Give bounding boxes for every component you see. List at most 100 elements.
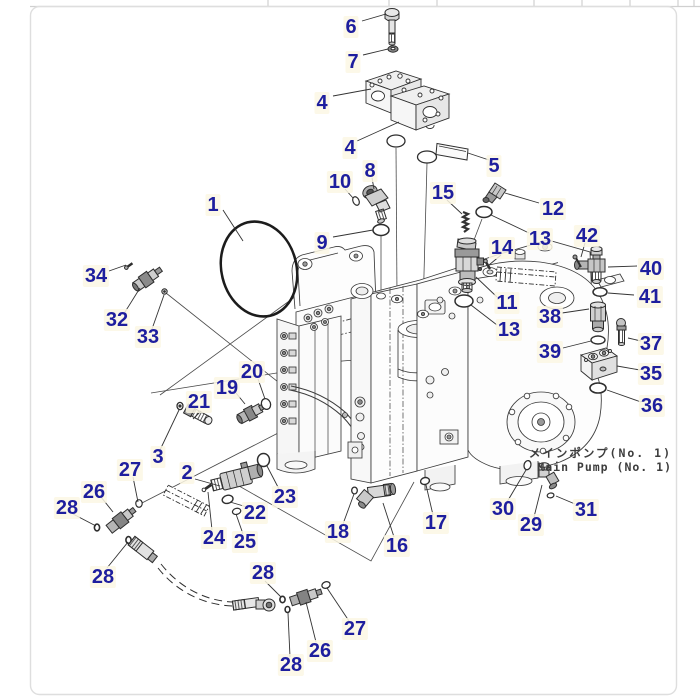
callout-8: 8 bbox=[362, 160, 378, 182]
callout-42: 42 bbox=[573, 225, 601, 247]
callout-9: 9 bbox=[314, 232, 330, 254]
part-elbow-29 bbox=[538, 462, 560, 490]
part-sleeve-5 bbox=[435, 142, 469, 161]
part-oring-block-a bbox=[386, 134, 406, 148]
callout-13: 13 bbox=[495, 319, 523, 341]
page-frame bbox=[29, 0, 700, 696]
callout-39: 39 bbox=[536, 341, 564, 363]
callout-21: 21 bbox=[185, 391, 213, 413]
part-block-35 bbox=[579, 347, 619, 381]
part-oring-27-upper bbox=[135, 499, 143, 508]
callout-14: 14 bbox=[488, 237, 516, 259]
part-pin-14 bbox=[483, 258, 492, 270]
part-oring-30 bbox=[523, 459, 532, 471]
part-oring-20 bbox=[260, 397, 272, 411]
callout-7: 7 bbox=[345, 51, 361, 73]
part-ring-33 bbox=[161, 288, 168, 295]
diagram-caption: メインポンプ(No. 1) Main Pump (No. 1) bbox=[529, 446, 672, 474]
callout-6: 6 bbox=[343, 16, 359, 38]
callout-28: 28 bbox=[89, 566, 117, 588]
callout-28: 28 bbox=[249, 562, 277, 584]
part-ring-28-c bbox=[279, 595, 286, 604]
callout-4: 4 bbox=[342, 137, 358, 159]
part-plug-12 bbox=[482, 182, 507, 204]
part-oring-39 bbox=[590, 335, 606, 345]
part-spring-15 bbox=[460, 210, 471, 233]
callout-26: 26 bbox=[306, 640, 334, 662]
callout-38: 38 bbox=[536, 306, 564, 328]
part-pin-42 bbox=[572, 254, 582, 268]
callout-10: 10 bbox=[326, 171, 354, 193]
callout-20: 20 bbox=[238, 361, 266, 383]
part-ring-31 bbox=[546, 492, 555, 499]
callout-41: 41 bbox=[636, 286, 664, 308]
part-manifold-block-4 bbox=[364, 70, 451, 131]
callout-36: 36 bbox=[638, 395, 666, 417]
callout-12: 12 bbox=[539, 198, 567, 220]
callout-15: 15 bbox=[429, 182, 457, 204]
part-elbow-8 bbox=[362, 185, 391, 224]
callout-5: 5 bbox=[486, 155, 502, 177]
left-valve-block bbox=[276, 304, 342, 462]
callout-31: 31 bbox=[572, 499, 600, 521]
part-oring-13-upper bbox=[475, 205, 493, 219]
callout-37: 37 bbox=[637, 333, 665, 355]
part-elbow-16 bbox=[355, 482, 397, 509]
callout-2: 2 bbox=[179, 462, 195, 484]
part-bolt-37 bbox=[616, 318, 627, 346]
part-connector-tube-left bbox=[162, 484, 210, 517]
callout-3: 3 bbox=[150, 446, 166, 468]
callout-18: 18 bbox=[324, 521, 352, 543]
part-valve-40 bbox=[574, 246, 606, 284]
callout-23: 23 bbox=[271, 486, 299, 508]
part-fitting-26-lower bbox=[288, 588, 323, 607]
callout-28: 28 bbox=[53, 497, 81, 519]
part-oring-36 bbox=[589, 382, 607, 394]
callout-19: 19 bbox=[213, 377, 241, 399]
part-fitting-38 bbox=[590, 301, 606, 333]
callout-34: 34 bbox=[82, 265, 110, 287]
callout-30: 30 bbox=[489, 498, 517, 520]
callout-26: 26 bbox=[80, 481, 108, 503]
part-ring-10 bbox=[352, 196, 360, 206]
part-washer-7 bbox=[387, 45, 399, 53]
part-pin-34 bbox=[124, 262, 134, 270]
part-ring-28-d bbox=[284, 605, 291, 614]
callout-22: 22 bbox=[241, 502, 269, 524]
leader-lines bbox=[72, 13, 642, 658]
caption-japanese: メインポンプ(No. 1) bbox=[528, 446, 672, 460]
part-ring-18 bbox=[351, 486, 358, 495]
part-oring-23 bbox=[256, 452, 271, 468]
callout-4: 4 bbox=[314, 92, 330, 114]
part-ring-28-b bbox=[125, 535, 132, 545]
callout-28: 28 bbox=[277, 654, 305, 676]
loose-parts bbox=[93, 8, 627, 614]
callout-13: 13 bbox=[526, 228, 554, 250]
callout-11: 11 bbox=[494, 292, 520, 314]
part-connector-tube-right bbox=[495, 266, 557, 287]
part-washer-3 bbox=[176, 401, 184, 411]
callout-17: 17 bbox=[422, 512, 450, 534]
part-large-oring-1 bbox=[219, 220, 299, 318]
callout-35: 35 bbox=[637, 363, 665, 385]
callout-40: 40 bbox=[637, 258, 665, 280]
part-pin-24 bbox=[201, 483, 213, 493]
callout-29: 29 bbox=[517, 514, 545, 536]
callout-25: 25 bbox=[231, 531, 259, 553]
callout-27: 27 bbox=[341, 618, 369, 640]
part-hose bbox=[127, 535, 276, 612]
callout-27: 27 bbox=[116, 459, 144, 481]
part-valve-2 bbox=[210, 461, 264, 492]
part-fitting-32 bbox=[131, 266, 164, 292]
callout-16: 16 bbox=[383, 535, 411, 557]
part-oring-block-b bbox=[416, 150, 438, 164]
part-oring-25 bbox=[231, 507, 242, 516]
callout-32: 32 bbox=[103, 309, 131, 331]
part-bolt-6 bbox=[384, 8, 400, 46]
part-oring-17 bbox=[419, 476, 431, 486]
part-oring-41 bbox=[592, 287, 608, 297]
part-oring-13-lower bbox=[454, 294, 474, 308]
